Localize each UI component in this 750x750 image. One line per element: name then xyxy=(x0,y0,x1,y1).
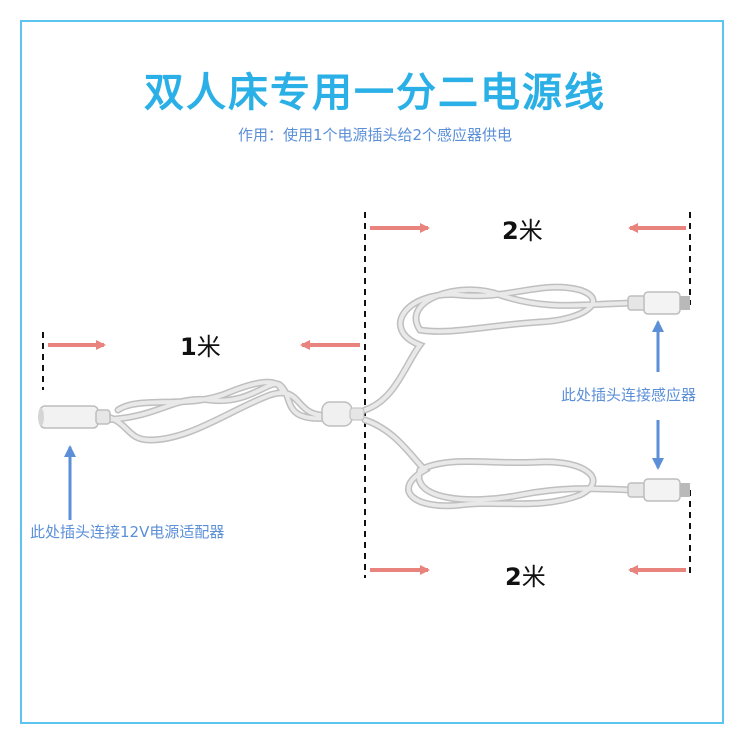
label-2m-top-unit: 米 xyxy=(518,217,543,245)
note-sensor-connection: 此处插头连接感应器 xyxy=(561,386,697,404)
label-1m-unit: 米 xyxy=(196,333,221,361)
male-dc-plug-bottom xyxy=(627,478,690,502)
label-2m-bottom-value: 2 xyxy=(505,563,522,591)
label-2m-bottom: 2米 xyxy=(505,557,546,592)
male-dc-plug-top xyxy=(627,291,690,315)
cables xyxy=(91,283,634,510)
image-frame xyxy=(20,20,724,724)
label-1m: 1米 xyxy=(180,327,221,362)
dimension-arrows xyxy=(48,223,686,575)
female-dc-plug xyxy=(38,405,111,429)
page-subtitle: 作用：使用1个电源插头给2个感应器供电 xyxy=(237,126,513,144)
label-2m-top: 2米 xyxy=(502,211,543,246)
page-title: 双人床专用一分二电源线 xyxy=(144,70,606,116)
indicator-arrows xyxy=(64,320,664,520)
label-1m-value: 1 xyxy=(180,333,197,361)
dimension-lines xyxy=(42,212,691,578)
note-adapter-connection: 此处插头连接12V电源适配器 xyxy=(30,523,225,541)
label-2m-bottom-unit: 米 xyxy=(521,563,546,591)
label-2m-top-value: 2 xyxy=(502,217,519,245)
splitter-junction xyxy=(321,401,365,427)
